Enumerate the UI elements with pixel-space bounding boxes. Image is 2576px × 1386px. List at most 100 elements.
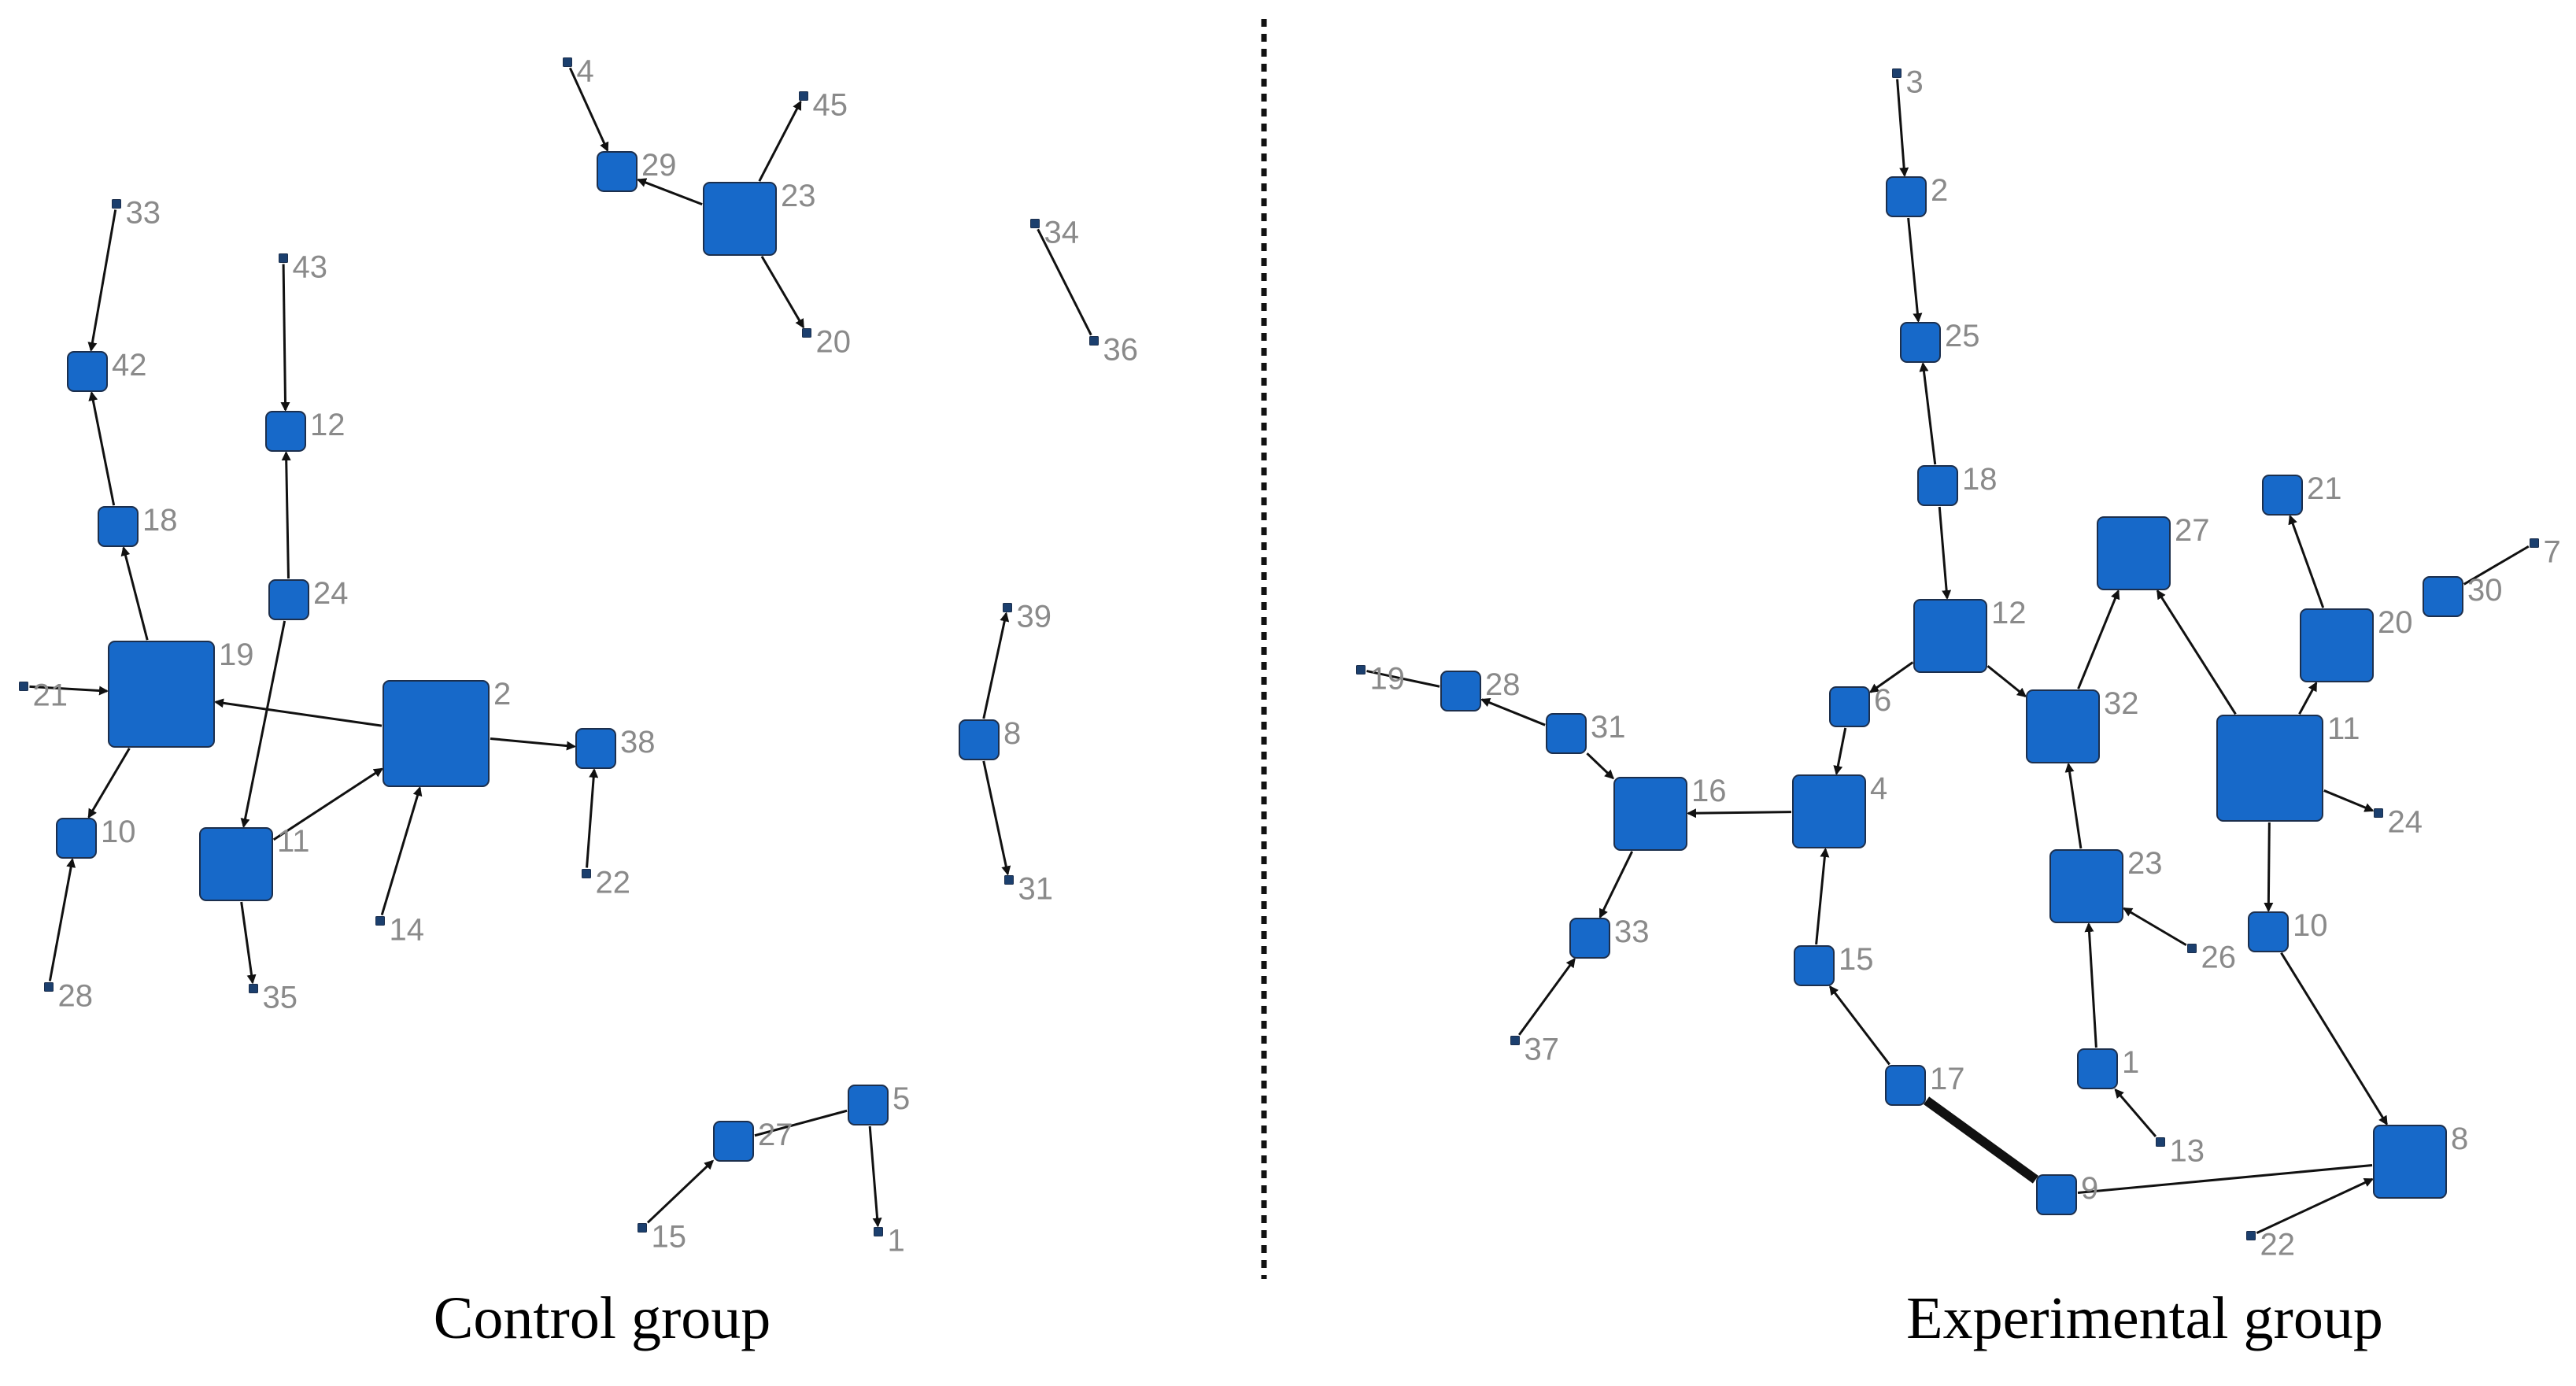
edge-20-to-21 bbox=[2288, 515, 2325, 608]
node-label-10: 10 bbox=[2293, 908, 2328, 943]
node-4 bbox=[563, 57, 572, 67]
node-3 bbox=[1892, 68, 1902, 78]
node-11 bbox=[199, 827, 273, 901]
control-group-title: Control group bbox=[434, 1285, 771, 1351]
node-16 bbox=[1613, 777, 1687, 851]
node-label-31: 31 bbox=[1591, 710, 1626, 745]
node-10 bbox=[2248, 911, 2289, 952]
edge-14-to-2 bbox=[380, 786, 423, 916]
node-12 bbox=[265, 411, 306, 452]
node-label-30: 30 bbox=[2467, 573, 2503, 608]
node-label-21: 21 bbox=[2307, 471, 2342, 506]
node-label-35: 35 bbox=[263, 981, 298, 1015]
node-label-18: 18 bbox=[142, 503, 178, 538]
node-9 bbox=[2036, 1174, 2077, 1215]
edge-21-to-19 bbox=[29, 685, 109, 696]
edge-1-to-23 bbox=[2084, 922, 2097, 1048]
node-label-19: 19 bbox=[219, 638, 254, 672]
node-label-12: 12 bbox=[310, 408, 346, 442]
control-group-edges bbox=[29, 67, 1092, 1228]
edge-19-to-18 bbox=[120, 545, 149, 641]
node-30 bbox=[2423, 576, 2463, 617]
edge-12-to-6 bbox=[1868, 661, 1914, 693]
edge-37-to-33 bbox=[1517, 957, 1576, 1036]
edge-5-to-1 bbox=[868, 1125, 882, 1228]
edge-26-to-23 bbox=[2123, 907, 2187, 947]
node-35 bbox=[249, 984, 258, 993]
node-label-31: 31 bbox=[1018, 872, 1054, 907]
node-label-28: 28 bbox=[1485, 667, 1521, 702]
edge-2-to-38 bbox=[490, 737, 577, 751]
node-23 bbox=[2049, 849, 2123, 923]
edge-28-to-10 bbox=[48, 857, 76, 981]
edge-8-to-31 bbox=[982, 760, 1011, 876]
node-label-37: 37 bbox=[1525, 1033, 1560, 1067]
node-27 bbox=[2097, 516, 2171, 590]
node-label-4: 4 bbox=[577, 54, 594, 89]
node-label-38: 38 bbox=[620, 725, 656, 760]
node-11 bbox=[2216, 715, 2323, 822]
node-label-23: 23 bbox=[781, 179, 816, 213]
node-label-26: 26 bbox=[2201, 941, 2237, 975]
node-36 bbox=[1089, 336, 1099, 346]
node-label-27: 27 bbox=[758, 1118, 793, 1152]
node-21 bbox=[19, 682, 28, 691]
node-label-9: 9 bbox=[2081, 1171, 2098, 1206]
edge-31-to-16 bbox=[1586, 752, 1614, 780]
edge-31-to-28 bbox=[1480, 697, 1546, 726]
node-38 bbox=[575, 728, 616, 769]
node-45 bbox=[799, 91, 808, 101]
node-label-25: 25 bbox=[1945, 319, 1980, 353]
edge-30-to-7 bbox=[2463, 545, 2530, 586]
edge-22-to-8 bbox=[2256, 1177, 2375, 1234]
edge-8-to-39 bbox=[982, 612, 1010, 719]
node-18 bbox=[98, 506, 139, 547]
node-label-24: 24 bbox=[2388, 805, 2423, 840]
node-label-33: 33 bbox=[1614, 915, 1650, 949]
node-label-15: 15 bbox=[1839, 942, 1874, 977]
node-14 bbox=[375, 916, 385, 926]
node-label-11: 11 bbox=[2327, 711, 2360, 746]
node-22 bbox=[2246, 1231, 2256, 1240]
edge-11-to-27 bbox=[2156, 589, 2237, 715]
edge-11-to-10 bbox=[2264, 822, 2274, 913]
edge-19-to-28 bbox=[1366, 670, 1440, 688]
edge-23-to-32 bbox=[2064, 763, 2083, 849]
node-23 bbox=[703, 182, 777, 256]
node-33 bbox=[112, 199, 121, 209]
node-label-2: 2 bbox=[493, 677, 511, 711]
node-20 bbox=[802, 328, 811, 338]
node-label-16: 16 bbox=[1691, 774, 1727, 808]
node-12 bbox=[1913, 599, 1987, 673]
node-39 bbox=[1003, 603, 1012, 612]
edge-16-to-33 bbox=[1598, 851, 1634, 919]
node-label-12: 12 bbox=[1991, 596, 2027, 630]
node-31 bbox=[1004, 875, 1014, 885]
node-1 bbox=[874, 1227, 883, 1236]
edge-4-to-16 bbox=[1686, 808, 1792, 819]
node-label-7: 7 bbox=[2544, 535, 2561, 570]
node-label-18: 18 bbox=[1962, 462, 1998, 497]
edge-6-to-4 bbox=[1833, 727, 1847, 776]
node-15 bbox=[1794, 945, 1835, 986]
edge-43-to-12 bbox=[280, 264, 290, 412]
node-label-24: 24 bbox=[313, 576, 349, 611]
node-31 bbox=[1546, 713, 1587, 754]
node-label-1: 1 bbox=[888, 1224, 905, 1258]
node-20 bbox=[2300, 608, 2374, 682]
node-label-14: 14 bbox=[390, 913, 425, 948]
node-label-33: 33 bbox=[126, 196, 161, 231]
edge-23-to-29 bbox=[637, 178, 703, 205]
node-label-20: 20 bbox=[2378, 605, 2413, 640]
edge-34-to-36 bbox=[1037, 228, 1092, 336]
node-label-3: 3 bbox=[1906, 65, 1924, 100]
node-label-13: 13 bbox=[2170, 1134, 2205, 1169]
node-label-20: 20 bbox=[816, 325, 852, 360]
node-24 bbox=[268, 579, 309, 620]
node-label-8: 8 bbox=[2451, 1122, 2468, 1156]
node-2 bbox=[1886, 176, 1927, 217]
node-4 bbox=[1792, 774, 1866, 848]
edge-10-to-8 bbox=[2280, 952, 2388, 1126]
